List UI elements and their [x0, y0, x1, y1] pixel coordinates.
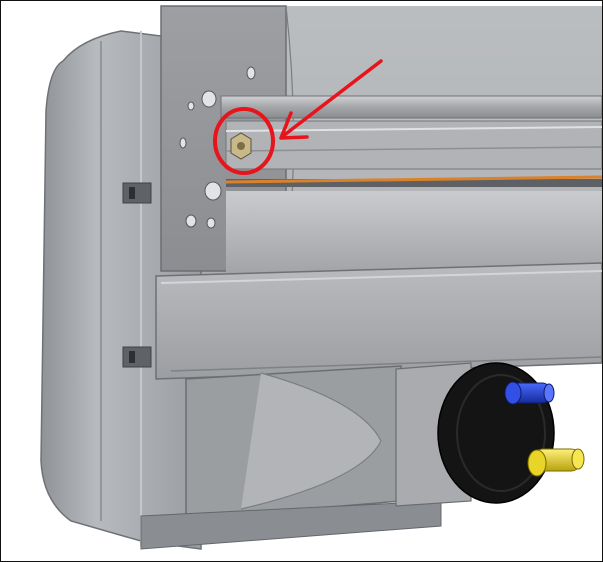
circle-highlight-icon: [213, 107, 275, 175]
funnel-cone: [240, 372, 382, 510]
bracket-tab-upper-slot: [129, 187, 135, 199]
motor-face-ring: [456, 374, 546, 492]
guide-strip: [226, 179, 602, 187]
bracket-tab-lower-slot: [129, 351, 135, 363]
arrow-icon: [279, 59, 383, 140]
bracket-tab-upper: [122, 182, 152, 204]
upper-rail: [220, 95, 602, 119]
blue-fitting: [504, 381, 555, 405]
back-panel-shading: [286, 6, 602, 96]
cross-beam-edge-2: [170, 356, 602, 372]
yellow-fitting: [527, 448, 585, 477]
bracket-tab-lower: [122, 346, 152, 368]
highlighted-nut: [230, 132, 252, 160]
cross-beam-edge: [160, 270, 602, 284]
roller-drum: [226, 191, 602, 273]
guide-strip-highlight: [225, 175, 602, 184]
lower-base: [140, 500, 442, 550]
rail-highlight-2: [225, 146, 602, 152]
cross-beam: [155, 262, 602, 380]
